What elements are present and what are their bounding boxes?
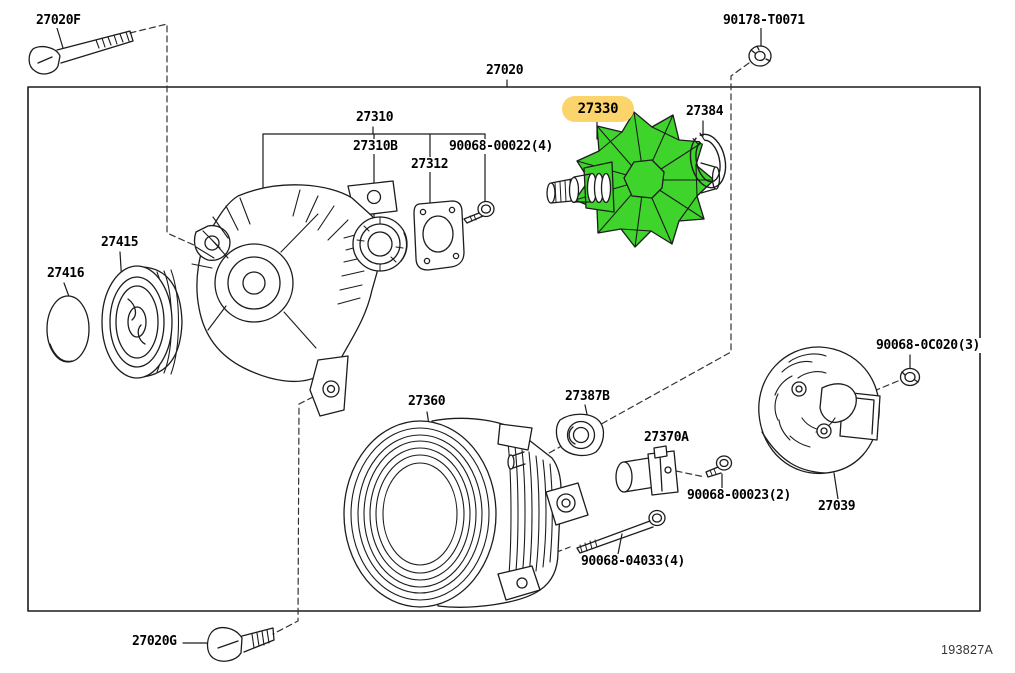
plate-27312-drawing [413,200,465,271]
label-27415[interactable]: 27415 [100,235,140,250]
label-27416[interactable]: 27416 [46,266,86,281]
nut-90178-drawing [748,45,772,67]
label-27310[interactable]: 27310 [355,110,395,125]
rear-cover-27039-drawing [758,346,881,475]
pulley-27415-drawing [101,265,183,379]
label-27387b[interactable]: 27387B [564,389,611,404]
label-27020g[interactable]: 27020G [131,634,178,649]
bolt-90068-00022-drawing [463,200,495,224]
label-27312[interactable]: 27312 [410,157,450,172]
label-90068-00023[interactable]: 90068-00023(2) [686,488,792,503]
bolt-90068-04033-drawing [576,509,666,554]
highlighted-part-callout-27330[interactable]: 27330 [562,96,634,122]
label-27384[interactable]: 27384 [685,104,725,119]
bearing-27310b-drawing [352,216,408,272]
label-27020f[interactable]: 27020F [35,13,82,28]
ring-27384-drawing [689,132,727,189]
nut-90068-0c020-drawing [899,367,921,387]
label-27360[interactable]: 27360 [407,394,447,409]
bolt-27020f-drawing [28,30,134,75]
plate-code: 193827A [941,643,994,657]
label-27020[interactable]: 27020 [485,63,525,78]
brush-holder-27387b-drawing [555,413,605,457]
bolt-27020g-drawing [206,627,275,662]
label-27310b[interactable]: 27310B [352,139,399,154]
cap-27416-drawing [46,295,90,363]
label-90068-04033[interactable]: 90068-04033(4) [580,554,686,569]
bolt-90068-00023-drawing [705,455,733,478]
connector-27370a-drawing [615,445,679,496]
label-90178-t0071[interactable]: 90178-T0071 [722,13,806,28]
alternator-bracket-drawing [191,180,398,417]
stator-27360-drawing [343,417,589,608]
label-90068-0c020[interactable]: 90068-0C020(3) [875,338,981,353]
label-27330: 27330 [577,101,619,117]
rotor-27330-drawing[interactable] [546,111,721,248]
label-27370a[interactable]: 27370A [643,430,690,445]
label-27039[interactable]: 27039 [817,499,857,514]
label-90068-00022[interactable]: 90068-00022(4) [448,139,554,154]
